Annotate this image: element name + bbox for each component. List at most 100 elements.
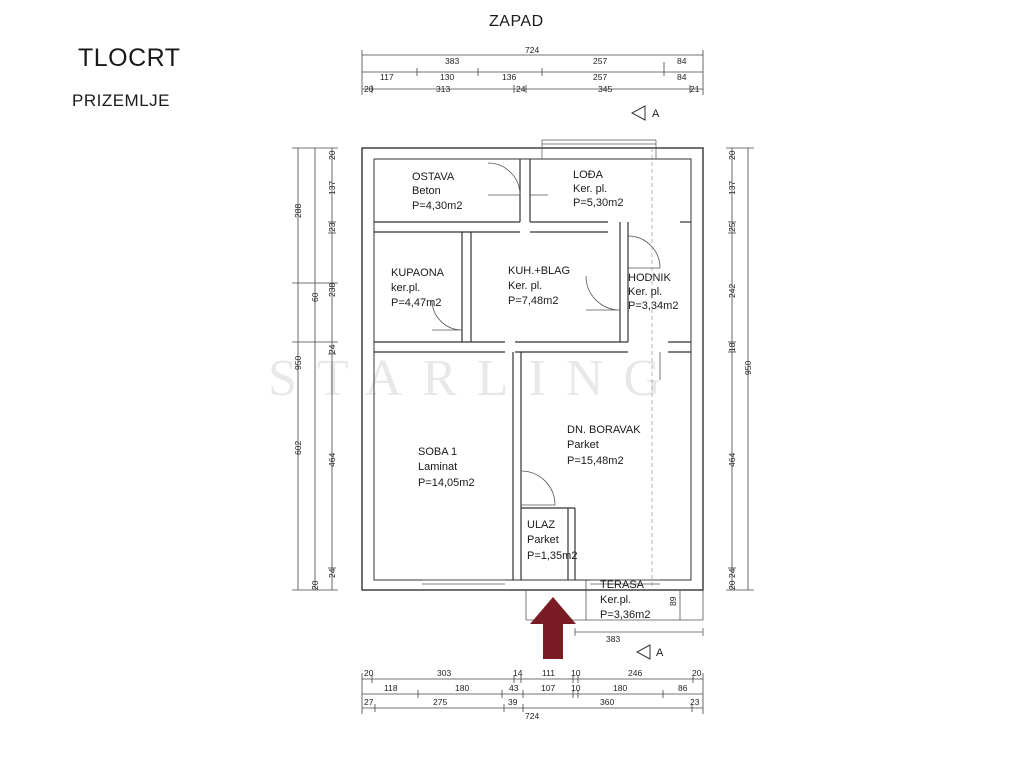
top-dimensions — [361, 50, 704, 95]
dim-top-r2: 117 — [380, 72, 394, 82]
dim-left: 288 — [293, 204, 303, 218]
dim-bottom-r3: 23 — [690, 697, 700, 707]
dim-left: 24 — [327, 568, 337, 578]
svg-text:Ker. pl.: Ker. pl. — [508, 280, 542, 292]
dim-left: 238 — [327, 283, 337, 297]
dim-top-r2: 257 — [593, 72, 607, 82]
dim-left: 20 — [310, 580, 320, 590]
svg-text:KUPAONA: KUPAONA — [391, 267, 445, 279]
room-soba: SOBA 1 Laminat P=14,05m2 — [418, 446, 475, 489]
svg-text:A: A — [652, 108, 660, 120]
dim-bottom-r2: 43 — [509, 683, 519, 693]
room-ostava: OSTAVA Beton P=4,30m2 — [412, 171, 462, 212]
svg-text:HODNIK: HODNIK — [628, 272, 671, 284]
section-marker-top: A — [630, 105, 660, 121]
room-hodnik: HODNIK Ker. pl. P=3,34m2 — [628, 272, 678, 312]
dim-top-r1: 84 — [677, 56, 687, 66]
windows — [422, 139, 660, 585]
dim-right: 242 — [727, 284, 737, 298]
dim-bottom-r3: 360 — [600, 697, 614, 707]
dim-bottom-r1: 20 — [364, 668, 374, 678]
svg-text:Ker.pl.: Ker.pl. — [600, 594, 631, 606]
svg-text:P=4,47m2: P=4,47m2 — [391, 297, 441, 309]
dim-left: 137 — [327, 181, 337, 195]
walls — [361, 147, 704, 591]
dim-top-r3: 21 — [690, 84, 700, 94]
dim-bottom-r1: 246 — [628, 668, 642, 678]
svg-text:TERASA: TERASA — [600, 579, 645, 591]
dim-bottom-r2: 118 — [384, 683, 398, 693]
plan-subtitle: PRIZEMLJE — [72, 91, 171, 110]
dim-right: 20 — [727, 150, 737, 160]
room-terasa: TERASA Ker.pl. P=3,36m2 — [600, 579, 650, 621]
svg-text:Parket: Parket — [567, 439, 599, 451]
dim-top-r2: 136 — [502, 72, 516, 82]
svg-text:P=5,30m2: P=5,30m2 — [573, 197, 623, 209]
door-swings — [431, 162, 661, 506]
room-kuhinja: KUH.+BLAG Ker. pl. P=7,48m2 — [508, 265, 570, 307]
dim-bottom-r1: 303 — [437, 668, 451, 678]
dim-bottom-r3: 27 — [364, 697, 374, 707]
svg-text:Laminat: Laminat — [418, 461, 457, 473]
dim-bottom-total: 724 — [525, 711, 539, 721]
dim-bottom-r1: 111 — [542, 668, 555, 678]
svg-text:P=15,48m2: P=15,48m2 — [567, 455, 624, 467]
dim-bottom-r3: 275 — [433, 697, 447, 707]
dim-right: 137 — [727, 181, 737, 195]
svg-text:ker.pl.: ker.pl. — [391, 282, 420, 294]
svg-text:A: A — [656, 647, 664, 659]
svg-text:P=3,34m2: P=3,34m2 — [628, 300, 678, 312]
room-boravak: DN. BORAVAK Parket P=15,48m2 — [567, 424, 641, 467]
dim-top-r3: 313 — [436, 84, 450, 94]
svg-text:Ker. pl.: Ker. pl. — [573, 183, 607, 195]
dim-bottom-r2: 107 — [541, 683, 555, 693]
room-loda: LOĐA Ker. pl. P=5,30m2 — [573, 169, 623, 209]
right-dimensions — [726, 147, 754, 591]
entrance-arrow — [530, 597, 576, 659]
svg-text:P=7,48m2: P=7,48m2 — [508, 295, 558, 307]
svg-text:P=3,36m2: P=3,36m2 — [600, 609, 650, 621]
svg-text:KUH.+BLAG: KUH.+BLAG — [508, 265, 570, 277]
dim-terrace-depth: 89 — [668, 596, 678, 606]
dim-bottom-r3: 39 — [508, 697, 518, 707]
dim-top-r3: 20 — [364, 84, 374, 94]
dim-left: 24 — [327, 344, 337, 354]
dim-left: 23 — [327, 222, 337, 232]
svg-text:P=4,30m2: P=4,30m2 — [412, 200, 462, 212]
dim-bottom-r2: 180 — [613, 683, 627, 693]
dim-left: 60 — [310, 292, 320, 302]
interior-walls — [374, 159, 691, 580]
dim-right: 18 — [727, 342, 737, 352]
dim-bottom-r1: 20 — [692, 668, 702, 678]
dim-right: 25 — [727, 222, 737, 232]
dim-top-r3: 345 — [598, 84, 612, 94]
svg-text:Ker. pl.: Ker. pl. — [628, 286, 662, 298]
dim-right: 950 — [743, 361, 753, 375]
dim-right: 464 — [727, 453, 737, 467]
dim-right: 24 — [727, 568, 737, 578]
dim-top-total: 724 — [525, 45, 539, 55]
dim-left: 464 — [327, 453, 337, 467]
svg-text:OSTAVA: OSTAVA — [412, 171, 455, 183]
section-marker-bottom: A — [635, 644, 664, 660]
dim-bottom-r1: 14 — [513, 668, 523, 678]
plan-title: TLOCRT — [78, 44, 181, 72]
svg-text:DN. BORAVAK: DN. BORAVAK — [567, 424, 641, 436]
room-kupaona: KUPAONA ker.pl. P=4,47m2 — [391, 267, 445, 309]
svg-text:LOĐA: LOĐA — [573, 169, 604, 181]
dim-top-r2: 84 — [677, 72, 687, 82]
svg-text:Beton: Beton — [412, 185, 441, 197]
dim-terrace-width: 383 — [606, 634, 620, 644]
svg-text:P=14,05m2: P=14,05m2 — [418, 477, 475, 489]
dim-top-r3: 24 — [516, 84, 526, 94]
dim-left: 20 — [327, 150, 337, 160]
watermark: STARLING — [268, 350, 681, 407]
svg-text:P=1,35m2: P=1,35m2 — [527, 550, 577, 562]
dim-bottom-r2: 10 — [571, 683, 581, 693]
svg-text:SOBA 1: SOBA 1 — [418, 446, 457, 458]
svg-text:Parket: Parket — [527, 534, 559, 546]
left-dimensions — [292, 147, 338, 591]
dim-top-r1: 257 — [593, 56, 607, 66]
dim-left: 602 — [293, 441, 303, 455]
